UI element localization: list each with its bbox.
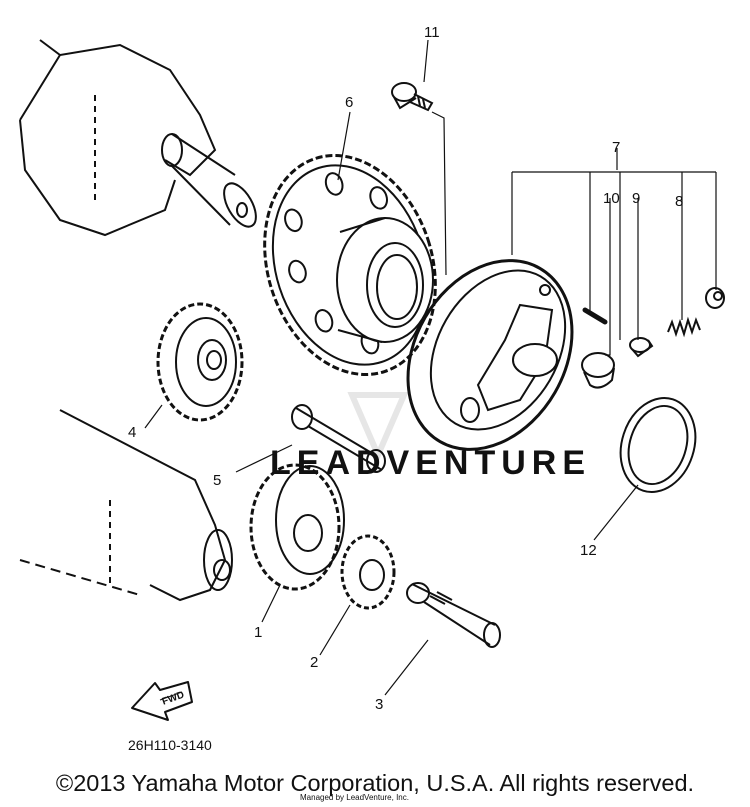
callout-6: 6 [345,94,353,111]
idle-gear-1 [156,302,244,422]
callout-10: 10 [603,190,620,207]
callouts: 11 6 7 10 9 8 4 5 12 1 2 3 [128,24,683,713]
callout-11: 11 [424,24,440,41]
plunger [629,337,654,358]
roller [581,352,615,389]
callout-12: 12 [580,542,597,559]
generator-housing [19,409,233,602]
starter-clutch-assembly [406,259,574,451]
callout-8: 8 [675,193,683,210]
watermark: LEADVENTURE [270,392,591,482]
starter-wheel-gear [263,154,437,376]
leader-lines [144,39,717,696]
callout-5: 5 [213,472,221,489]
crankshaft [19,39,257,237]
idle-shaft [291,404,386,473]
washer [619,397,697,493]
callout-2: 2 [310,654,318,671]
callout-9: 9 [632,190,640,207]
fwd-arrow-icon: FWD [131,681,193,721]
cap [705,287,725,309]
callout-7: 7 [612,139,620,156]
starter-gear-1 [249,463,345,591]
watermark-text: LEADVENTURE [270,444,591,482]
diagram-code: 26H110-3140 [128,737,212,753]
callout-3: 3 [375,696,383,713]
gear-shaft [406,582,501,648]
callout-1: 1 [254,624,262,641]
credit-text: Managed by LeadVenture, Inc. [300,793,409,802]
starter-gear-2 [340,534,396,610]
bolt [391,82,434,112]
spring [667,316,701,338]
callout-4: 4 [128,424,136,441]
copyright-text: ©2013 Yamaha Motor Corporation, U.S.A. A… [55,770,695,796]
clutch-small-parts [581,287,725,389]
